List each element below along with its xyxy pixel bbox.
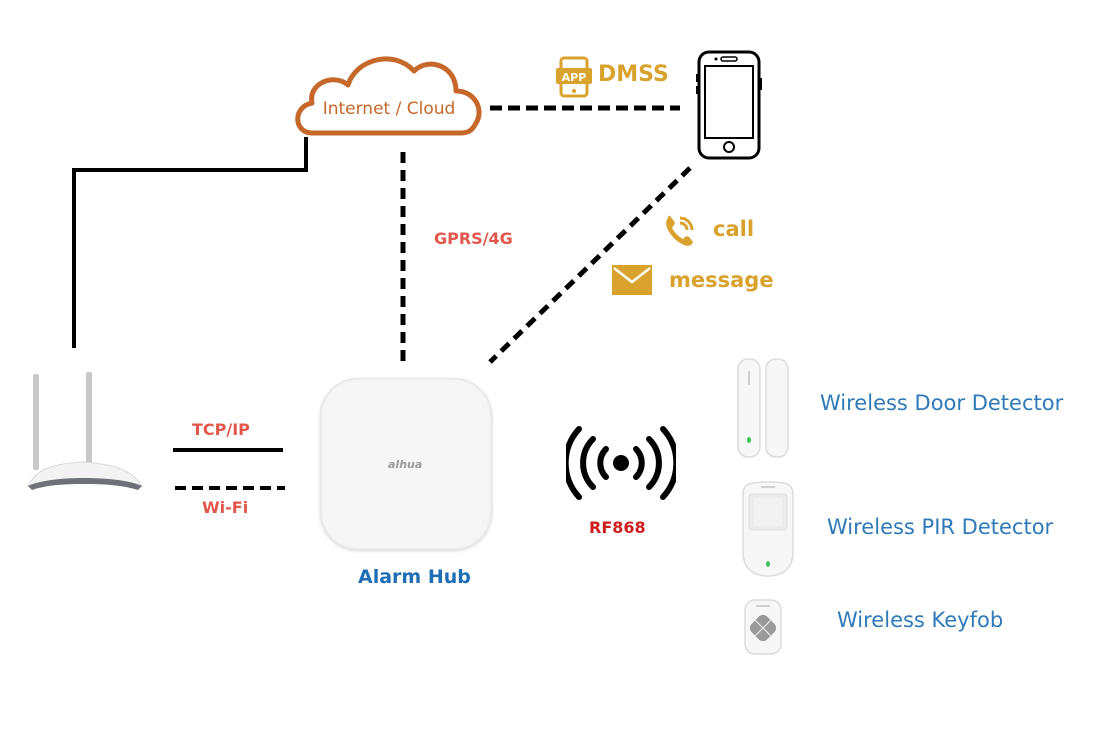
rf-node [562, 425, 680, 509]
cloud-icon [295, 56, 482, 136]
wifi-router-icon [26, 372, 144, 490]
wireless-signal-icon [562, 426, 680, 500]
message-label: message [669, 268, 774, 292]
rf-label: RF868 [589, 518, 646, 537]
message-item [612, 265, 652, 299]
smartphone-icon [696, 50, 762, 160]
pir-detector-label: Wireless PIR Detector [827, 515, 1054, 539]
phone-call-icon [666, 215, 694, 246]
gprs-label: GPRS/4G [434, 229, 513, 248]
peripheral-keyfob [743, 598, 783, 660]
keyfob-label: Wireless Keyfob [837, 608, 1004, 632]
router-node [22, 368, 147, 502]
peripheral-pir [737, 480, 799, 584]
door-detector-icon [737, 358, 789, 458]
pir-detector-icon [742, 481, 794, 577]
cloud-label: Internet / Cloud [322, 99, 456, 119]
app-icon: APP [556, 56, 592, 98]
hub-brand-logo: alhua [388, 458, 423, 471]
wifi-label: Wi-Fi [202, 498, 249, 517]
door-detector-label: Wireless Door Detector [820, 391, 1064, 415]
app-icon-text: APP [562, 71, 587, 84]
phone-hub-link [488, 166, 692, 364]
cloud-node: Internet / Cloud [290, 45, 485, 140]
app-badge: APP [556, 56, 592, 102]
keyfob-icon [744, 599, 782, 655]
envelope-icon [612, 265, 652, 295]
phone-node [695, 50, 765, 166]
call-label: call [713, 217, 755, 241]
tcp-label: TCP/IP [192, 420, 250, 439]
app-label: DMSS [598, 62, 669, 87]
cloud-router-link [72, 137, 308, 348]
alarm-hub-icon: alhua [320, 378, 492, 550]
peripheral-door [736, 357, 796, 463]
call-item [662, 212, 698, 252]
hub-label: Alarm Hub [358, 566, 471, 588]
